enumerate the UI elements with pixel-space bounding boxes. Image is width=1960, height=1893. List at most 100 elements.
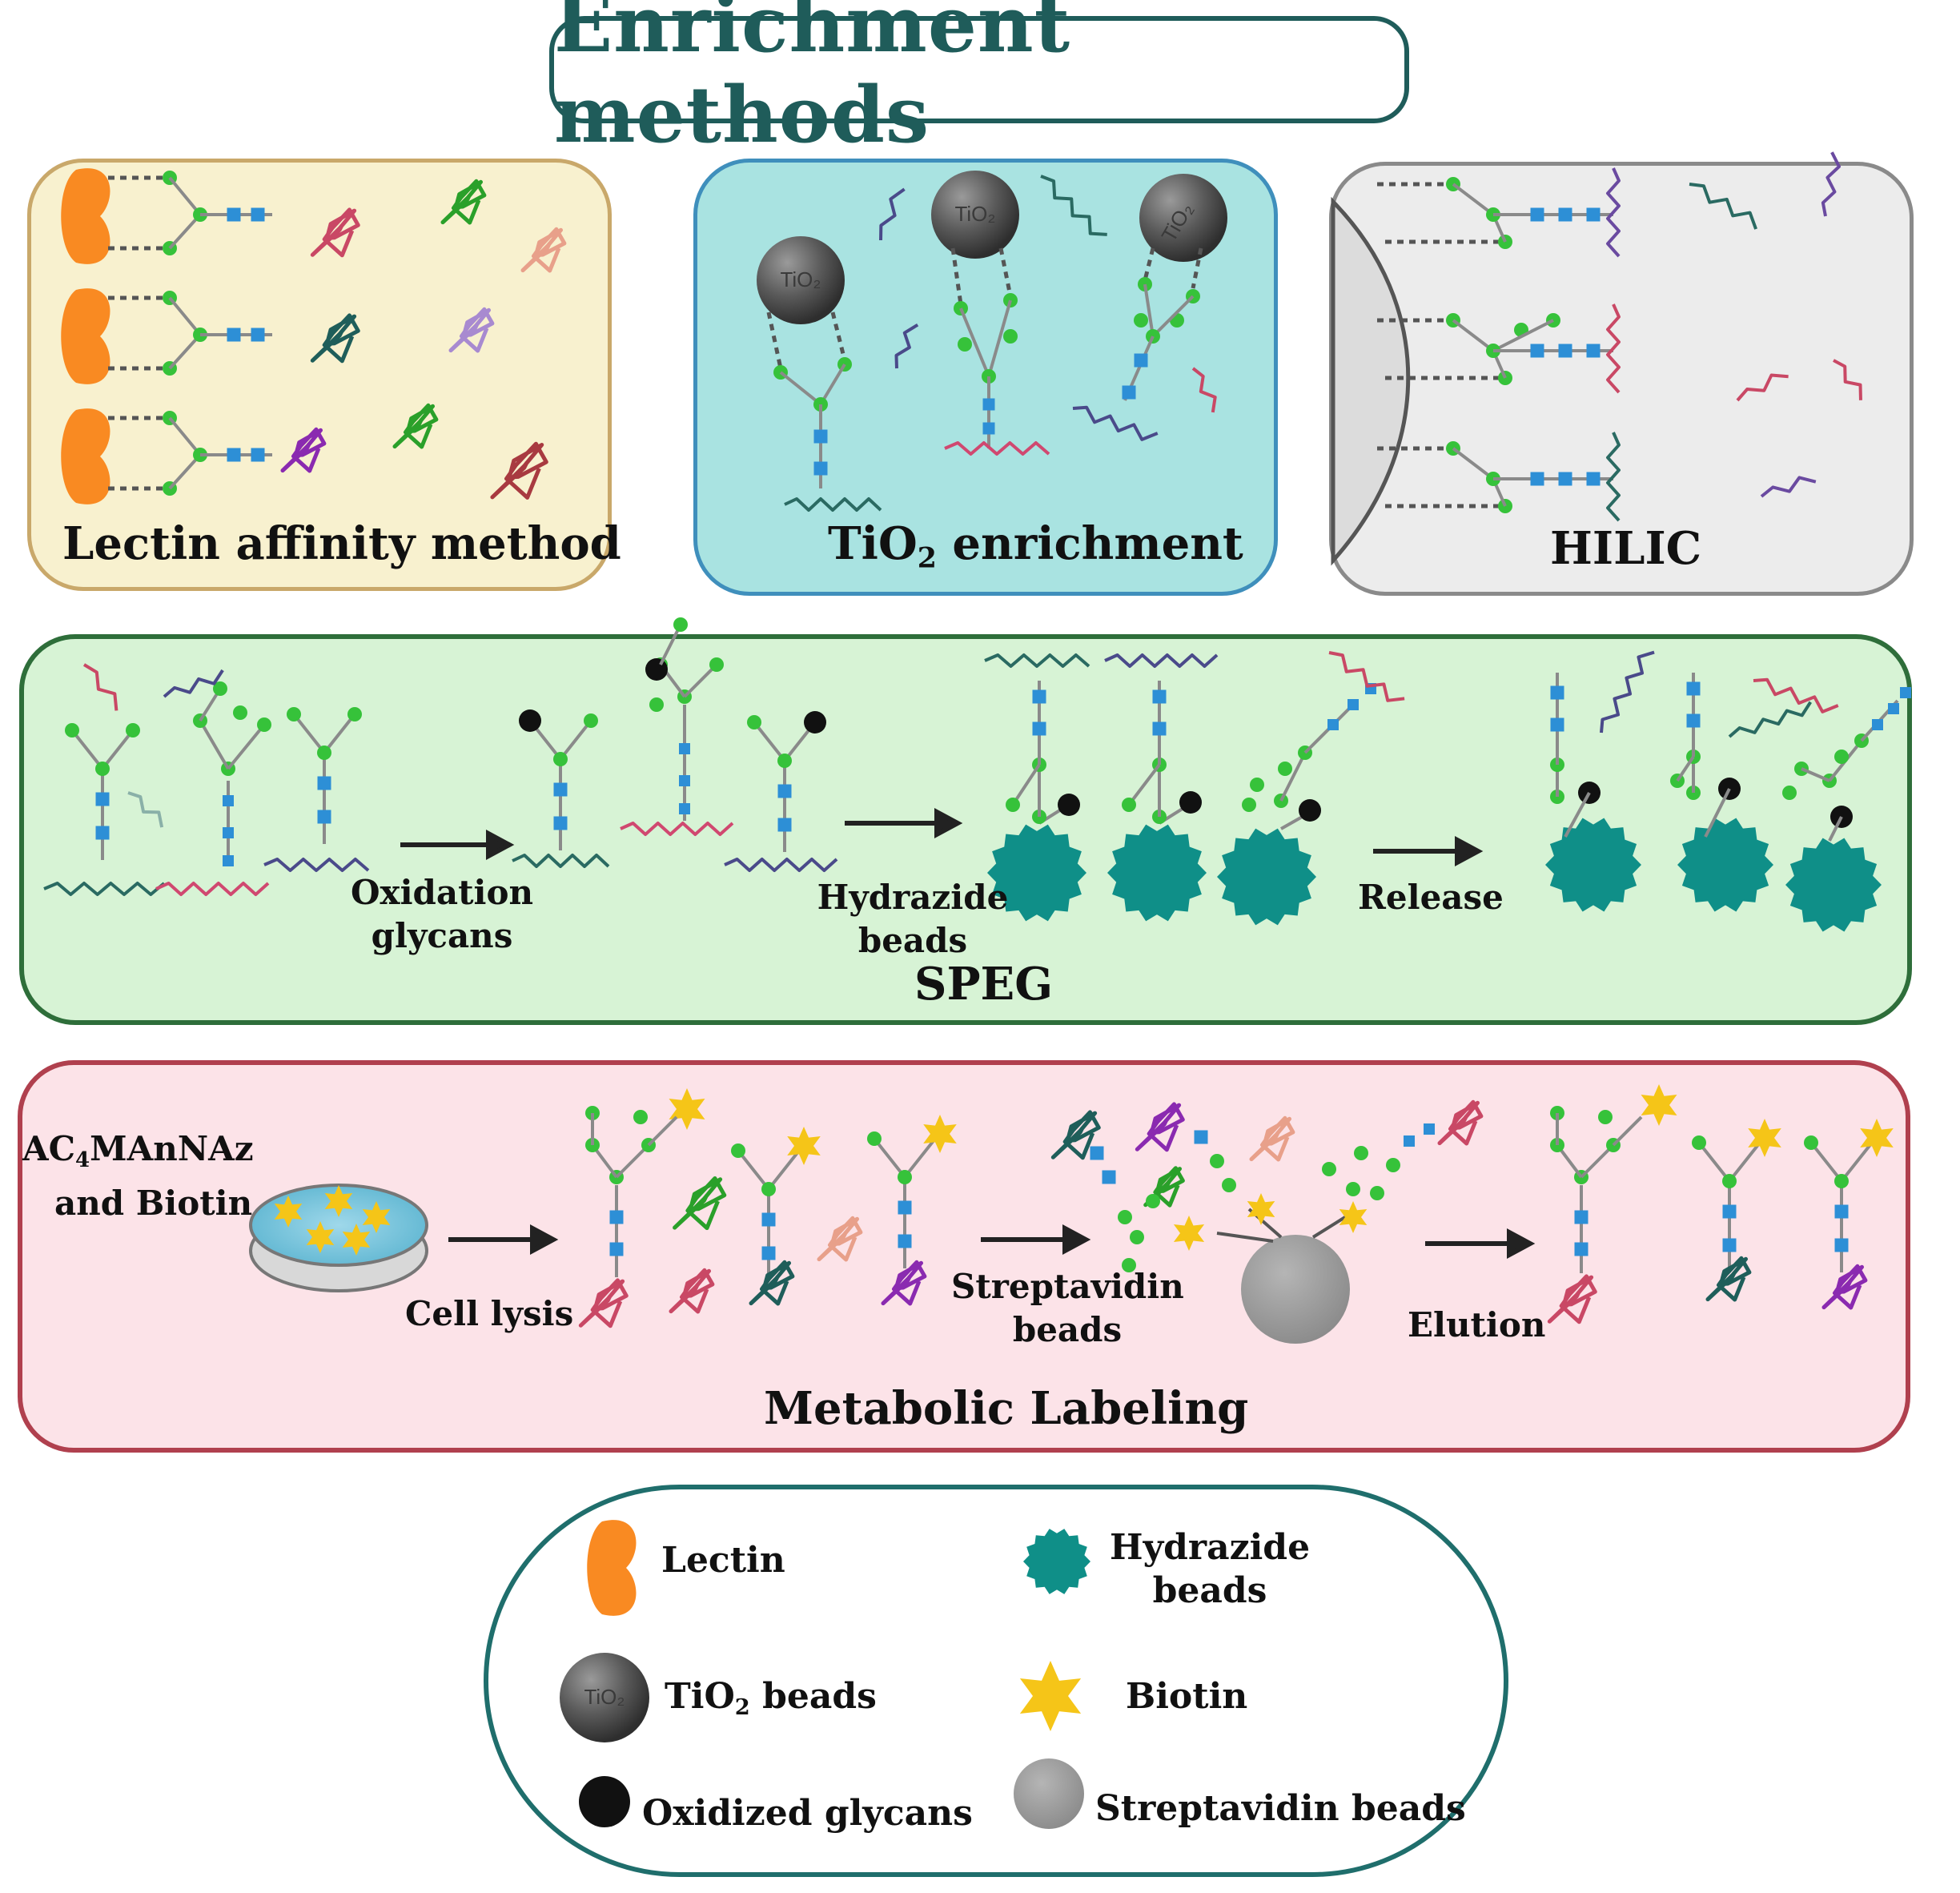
glcnac-square bbox=[95, 826, 110, 840]
hydrazide-bead-icon bbox=[1545, 818, 1641, 912]
glycan-node bbox=[126, 723, 140, 738]
protein-coil bbox=[881, 1260, 927, 1306]
peptide-chain bbox=[1104, 653, 1219, 668]
glcnac-square bbox=[679, 803, 690, 814]
step-streptavidin-line1: Streptavidin bbox=[951, 1267, 1184, 1306]
title-box: Enrichment methods bbox=[549, 0, 1409, 160]
glycan-node bbox=[1250, 778, 1264, 792]
glycan-node bbox=[213, 681, 227, 696]
legend-lectin-label: Lectin bbox=[661, 1540, 785, 1581]
step-streptavidin-label: Streptavidin beads bbox=[951, 1265, 1184, 1352]
step-oxidation-label: Oxidation glycans bbox=[346, 871, 538, 958]
glycan-node bbox=[958, 337, 972, 352]
glycan-node bbox=[1118, 1210, 1132, 1224]
step-release-label: Release bbox=[1358, 878, 1504, 917]
tio2-panel-label: TiO2 enrichment bbox=[828, 517, 1243, 574]
tio2-label-sub: 2 bbox=[917, 541, 937, 575]
hilic-panel-art bbox=[1377, 151, 1862, 522]
peptide-chain bbox=[1760, 476, 1817, 498]
legend-hydrazide-line1: Hydrazide bbox=[1110, 1527, 1311, 1568]
legend-tio2-sub: 2 bbox=[734, 1694, 750, 1721]
lectin-panel-art bbox=[61, 168, 567, 504]
glcnac-square bbox=[1574, 1242, 1588, 1256]
glycan-node bbox=[633, 1110, 648, 1124]
oxidized-glycan-icon bbox=[804, 711, 826, 733]
glcnac-square bbox=[1834, 1204, 1849, 1219]
peptide-chain bbox=[1072, 405, 1159, 441]
glycan-node bbox=[709, 657, 724, 672]
legend-hydrazide-bead-icon bbox=[1023, 1529, 1090, 1594]
biotin-star-icon bbox=[274, 1196, 303, 1228]
lectin-panel bbox=[27, 159, 612, 591]
tio2-bead-icon bbox=[931, 171, 1019, 259]
glcnac-square bbox=[1327, 719, 1339, 730]
glcnac-square bbox=[1530, 472, 1544, 486]
protein-coil bbox=[310, 207, 360, 258]
speg-panel-art bbox=[43, 617, 1911, 932]
peptide-chain bbox=[163, 669, 224, 698]
reagent-sub: 4 bbox=[75, 1147, 90, 1172]
hydrazide-bead-icon bbox=[1217, 828, 1316, 926]
reagent-line2: and Biotin bbox=[54, 1183, 253, 1223]
step-oxidation-line1: Oxidation bbox=[350, 873, 534, 912]
speg-panel-label: SPEG bbox=[914, 958, 1054, 1011]
legend-tio2-prefix: TiO bbox=[665, 1676, 735, 1717]
glycan-node bbox=[1210, 1154, 1224, 1168]
tio2-bead-text: TiO₂ bbox=[584, 1685, 625, 1709]
hilic-stationary-phase bbox=[1331, 196, 1411, 566]
glycan-node bbox=[1386, 1158, 1400, 1172]
peptide-chain bbox=[1606, 303, 1621, 394]
glcnac-square bbox=[1722, 1204, 1737, 1219]
tio2-bead-icon bbox=[757, 236, 845, 324]
glcnac-square bbox=[1550, 685, 1564, 700]
hydrazide-bead-icon bbox=[1107, 824, 1207, 922]
glycan-node bbox=[1130, 1230, 1144, 1244]
glcnac-square bbox=[1558, 472, 1572, 486]
glcnac-square bbox=[1152, 689, 1167, 704]
glcnac-square bbox=[1090, 1146, 1104, 1160]
legend-lectin-icon bbox=[587, 1520, 637, 1616]
streptavidin-bead-icon bbox=[1241, 1235, 1350, 1344]
peptide-chain bbox=[1328, 651, 1405, 702]
oxidized-glycan-icon bbox=[519, 709, 541, 732]
peptide-chain bbox=[784, 497, 882, 512]
glycan-node bbox=[287, 707, 301, 721]
glcnac-square bbox=[777, 818, 792, 832]
peptide-chain bbox=[1689, 183, 1757, 230]
glcnac-square bbox=[223, 855, 234, 866]
peptide-chain bbox=[263, 858, 370, 872]
tio2-label-suffix: enrichment bbox=[936, 517, 1243, 570]
protein-coil bbox=[817, 1216, 863, 1262]
legend-oxidized-label: Oxidized glycans bbox=[642, 1793, 973, 1834]
glycan-node bbox=[777, 754, 792, 768]
glcnac-square bbox=[223, 827, 234, 838]
oxidized-glycan-icon bbox=[1058, 794, 1080, 816]
step-oxidation-line2: glycans bbox=[371, 916, 513, 955]
tio2-panel-art bbox=[757, 171, 1227, 512]
tio2-label-prefix: TiO bbox=[828, 517, 918, 570]
glycan-node bbox=[1346, 1182, 1360, 1196]
reagent-prefix: AC bbox=[22, 1129, 76, 1168]
legend-hydrazide-label: Hydrazide beads bbox=[1110, 1526, 1310, 1613]
step-hydrazide-line2: beads bbox=[858, 921, 968, 960]
legend-hydrazide-line2: beads bbox=[1152, 1570, 1267, 1611]
glycan-node bbox=[673, 617, 688, 632]
legend-tio2-bead-icon bbox=[560, 1653, 649, 1742]
glycan-node bbox=[1354, 1146, 1368, 1160]
legend-streptavidin-bead-icon bbox=[1014, 1758, 1084, 1829]
peptide-chain bbox=[724, 858, 838, 872]
legend-streptavidin-label: Streptavidin beads bbox=[1095, 1788, 1466, 1829]
protein-coil bbox=[749, 1260, 795, 1306]
biotin-star-icon bbox=[669, 1088, 705, 1130]
peptide-chain bbox=[944, 441, 1050, 456]
glcnac-square bbox=[982, 422, 995, 435]
glcnac-square bbox=[223, 795, 234, 806]
reagent-label: AC4MAnNAz and Biotin bbox=[22, 1127, 254, 1225]
peptide-chain bbox=[155, 882, 270, 896]
glcnac-square bbox=[898, 1200, 912, 1215]
biotin-star-icon bbox=[1173, 1216, 1205, 1251]
protein-coil bbox=[1437, 1099, 1484, 1146]
biotin-star-icon bbox=[1748, 1119, 1781, 1157]
